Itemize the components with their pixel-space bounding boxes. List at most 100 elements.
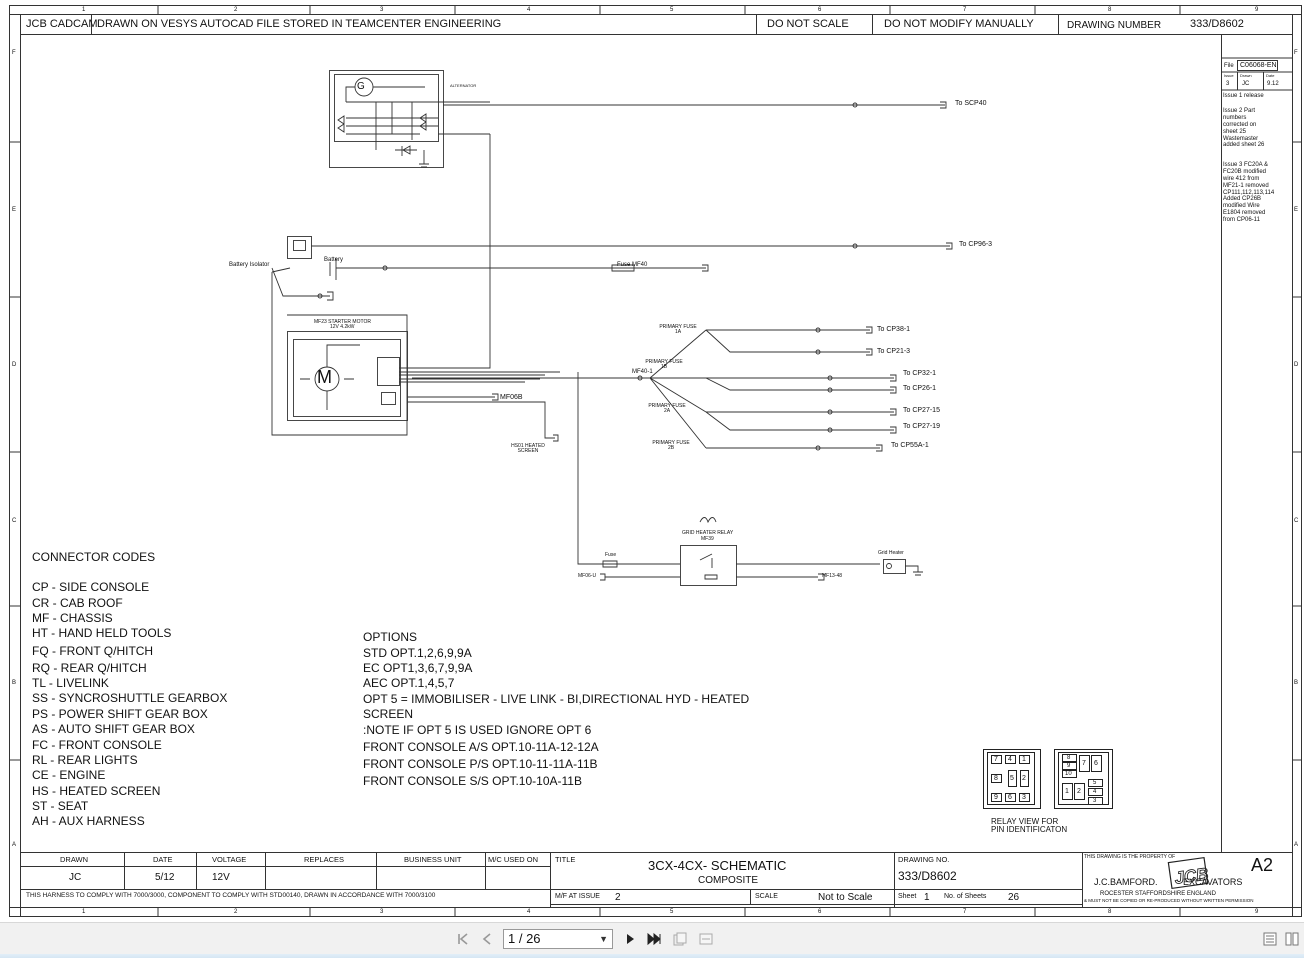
do-not-scale-label: DO NOT SCALE	[767, 18, 849, 30]
grid-col-3-top: 3	[380, 7, 384, 13]
relay-right-pin-9: 9	[1067, 763, 1071, 769]
starter-rating-label: 12V 4.2kW	[330, 324, 355, 330]
drawing-number-label: DRAWING NUMBER	[1067, 20, 1162, 31]
mf06u-label: MF06-U	[578, 573, 597, 579]
heated-screen-label: HS01 HEATED SCREEN	[511, 443, 545, 454]
first-page-button[interactable]	[454, 930, 472, 948]
facing-view-button[interactable]	[1283, 930, 1301, 948]
tb-drawing-no: 333/D8602	[898, 869, 957, 883]
motor-symbol: M	[317, 367, 332, 387]
options-title: OPTIONS	[363, 630, 418, 644]
relay-left-pin-8: 8	[994, 775, 998, 782]
rev-issue-2: Issue 2 Part numbers corrected on sheet …	[1223, 108, 1265, 149]
tb-address: ROCESTER STAFFORDSHIRE ENGLAND	[1100, 891, 1216, 897]
grid-col-4-bottom: 4	[527, 909, 531, 915]
connector-code-cp: CP - SIDE CONSOLE	[32, 580, 150, 594]
connector-code-ss: SS - SYNCROSHUTTLE GEARBOX	[32, 691, 228, 705]
tb-mc-used-on-label: M/C USED ON	[488, 855, 539, 864]
primary-fuse-2b: PRIMARY FUSE 2B	[652, 440, 690, 451]
single-page-view-button[interactable]	[671, 930, 689, 948]
header-note: DRAWN ON VESYS AUTOCAD FILE STORED IN TE…	[97, 18, 502, 30]
target-cp32-1: To CP32-1	[903, 370, 937, 377]
page-selector[interactable]: 1 / 26▼	[503, 929, 613, 949]
relay-right-pin-3: 3	[1093, 798, 1097, 804]
grid-col-2-bottom: 2	[234, 909, 238, 915]
rev-date-label: Date	[1266, 73, 1275, 78]
options-line-2: EC OPT1,3,6,7,9,9A	[363, 661, 473, 675]
grid-row-c-left: C	[12, 518, 17, 524]
target-cp96: To CP96-3	[959, 241, 993, 248]
grid-col-2-top: 2	[234, 7, 238, 13]
tb-title-line-2: COMPOSITE	[698, 875, 759, 886]
relay-right-pin-7: 7	[1082, 760, 1086, 767]
rev-date-value: 9.12	[1267, 81, 1279, 87]
rev-issue-label: Issue	[1224, 73, 1234, 78]
last-page-button[interactable]	[645, 930, 663, 948]
drawing-sheet: JC B JCB CADCAM DRAWN ON VESYS AUTOCAD FI…	[9, 5, 1302, 917]
starter-motor-label: MF23 STARTER MOTOR	[314, 319, 371, 325]
tb-company-name: J.C.BAMFORD.	[1094, 877, 1158, 887]
options-line-3: AEC OPT.1,4,5,7	[363, 676, 455, 690]
first-page-icon	[458, 933, 468, 945]
relay-right-pin-1: 1	[1065, 788, 1069, 795]
grid-col-7-top: 7	[963, 7, 967, 13]
relay-view-caption: RELAY VIEW FOR PIN IDENTIFICATON	[991, 817, 1068, 834]
relay-right-pin-8: 8	[1067, 755, 1071, 761]
rev-drawn-value: JC	[1242, 81, 1250, 87]
tb-no-sheets-value: 26	[1008, 892, 1020, 903]
connector-code-as: AS - AUTO SHIFT GEAR BOX	[32, 722, 195, 736]
grid-col-8-bottom: 8	[1108, 909, 1112, 915]
generator-symbol: G	[357, 81, 365, 92]
primary-fuse-1a: PRIMARY FUSE 1A	[659, 324, 697, 335]
continuous-view-button[interactable]	[1261, 930, 1279, 948]
target-cp26-1: To CP26-1	[903, 385, 937, 392]
rev-issue-1: Issue 1 release	[1223, 93, 1264, 99]
options-line-5: SCREEN	[363, 707, 414, 721]
grid-col-5-bottom: 5	[670, 909, 674, 915]
options-line-7: FRONT CONSOLE A/S OPT.10-11A-12-12A	[363, 740, 599, 754]
relay-right-pin-6: 6	[1094, 760, 1098, 767]
tb-property-note: THIS DRAWING IS THE PROPERTY OF	[1084, 854, 1176, 860]
grid-col-9-top: 9	[1255, 7, 1259, 13]
previous-page-button[interactable]	[478, 930, 496, 948]
list-view-icon	[1263, 932, 1277, 946]
company-label: JCB CADCAM	[26, 18, 98, 30]
connector-code-cr: CR - CAB ROOF	[32, 596, 123, 610]
grid-row-a-right: A	[1294, 842, 1299, 848]
grid-col-6-top: 6	[818, 7, 822, 13]
columns-view-icon	[1285, 932, 1299, 946]
fuse-label: Fuse	[605, 552, 617, 558]
grid-row-e-left: E	[12, 207, 17, 213]
options-line-4: OPT 5 = IMMOBILISER - LIVE LINK - BI,DIR…	[363, 692, 750, 706]
primary-fuse-2a: PRIMARY FUSE 2A	[648, 403, 686, 414]
next-page-icon	[627, 934, 634, 944]
mf40-1-label: MF40-1	[632, 369, 653, 375]
connector-code-ah: AH - AUX HARNESS	[32, 814, 145, 828]
grid-col-1-top: 1	[82, 7, 86, 13]
tb-mf-at-issue-label: M/F AT ISSUE	[555, 893, 600, 900]
tb-sheet-value: 1	[924, 892, 930, 903]
next-page-button[interactable]	[621, 930, 639, 948]
relay-right-pin-2: 2	[1077, 788, 1081, 795]
connector-code-ps: PS - POWER SHIFT GEAR BOX	[32, 707, 208, 721]
grid-heater-relay-label: GRID HEATER RELAY	[682, 530, 734, 536]
last-page-icon	[647, 932, 661, 946]
connector-code-rq: RQ - REAR Q/HITCH	[32, 661, 147, 675]
grid-row-d-right: D	[1294, 362, 1299, 368]
grid-col-3-bottom: 3	[380, 909, 384, 915]
relay-left-pin-7: 7	[994, 756, 998, 763]
rev-file-label: File	[1224, 63, 1234, 69]
tb-voltage-label: VOLTAGE	[212, 855, 247, 864]
relay-left-pin-2: 2	[1022, 775, 1026, 782]
toolbar-accent-strip	[0, 954, 1304, 958]
grid-col-6-bottom: 6	[818, 909, 822, 915]
grid-row-b-left: B	[12, 680, 17, 686]
tb-sheet-size: A2	[1251, 855, 1274, 875]
options-line-8: FRONT CONSOLE P/S OPT.10-11-11A-11B	[363, 757, 598, 771]
target-cp27-19: To CP27-19	[903, 423, 940, 430]
two-page-view-button[interactable]	[697, 930, 715, 948]
rev-issue-value: 3	[1226, 81, 1230, 87]
relay-left-pin-4: 4	[1008, 756, 1012, 763]
primary-fuse-1b: PRIMARY FUSE 1B	[645, 359, 683, 370]
do-not-modify-label: DO NOT MODIFY MANUALLY	[884, 18, 1034, 30]
